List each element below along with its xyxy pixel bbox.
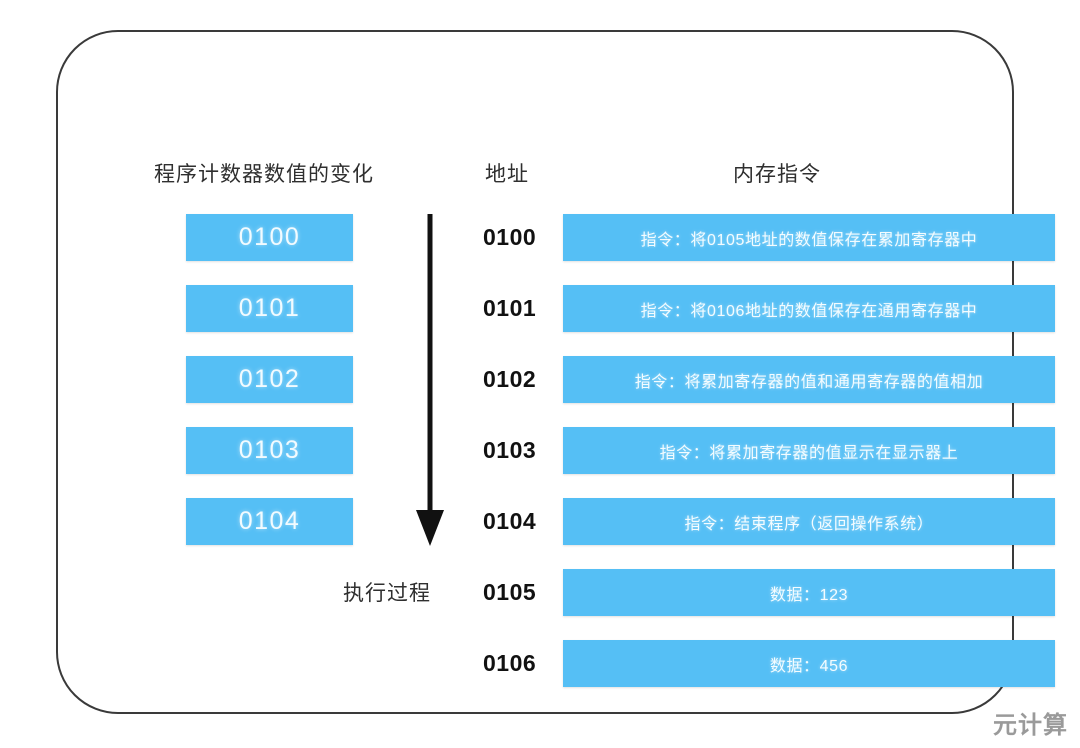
memory-address-label: 0106 bbox=[483, 650, 537, 676]
program-counter-value: 0101 bbox=[238, 294, 301, 322]
program-counter-box: 0103 bbox=[186, 427, 353, 474]
memory-address-label: 0100 bbox=[483, 224, 537, 250]
program-counter-value: 0100 bbox=[238, 223, 301, 251]
address-column-heading: 地址 bbox=[485, 163, 529, 186]
memory-address-label: 0102 bbox=[483, 366, 537, 392]
program-counter-value: 0104 bbox=[238, 507, 301, 535]
memory-row: 0100 指令：将0105地址的数值保存在累加寄存器中 bbox=[483, 214, 1055, 261]
memory-instruction-cell: 指令：将累加寄存器的值和通用寄存器的值相加 bbox=[563, 356, 1055, 403]
program-counter-value: 0102 bbox=[238, 365, 301, 393]
program-counter-column: 0100 0101 0102 0103 0104 bbox=[186, 214, 353, 569]
memory-row: 0104 指令：结束程序（返回操作系统） bbox=[483, 498, 1055, 545]
memory-cell-text: 指令：将0106地址的数值保存在通用寄存器中 bbox=[640, 302, 978, 320]
program-counter-box: 0101 bbox=[186, 285, 353, 332]
memory-cell-text: 指令：结束程序（返回操作系统） bbox=[684, 515, 934, 533]
memory-row: 0101 指令：将0106地址的数值保存在通用寄存器中 bbox=[483, 285, 1055, 332]
memory-instruction-cell: 指令：结束程序（返回操作系统） bbox=[563, 498, 1055, 545]
memory-table: 0100 指令：将0105地址的数值保存在累加寄存器中 0101 指令：将0106地址… bbox=[483, 214, 1055, 711]
memory-cell-text: 指令：将累加寄存器的值和通用寄存器的值相加 bbox=[634, 373, 984, 391]
memory-instruction-column-heading: 内存指令 bbox=[733, 163, 821, 186]
memory-instruction-cell: 指令：将0106地址的数值保存在通用寄存器中 bbox=[563, 285, 1055, 332]
program-counter-box: 0104 bbox=[186, 498, 353, 545]
memory-address-label: 0101 bbox=[483, 295, 537, 321]
memory-row: 0102 指令：将累加寄存器的值和通用寄存器的值相加 bbox=[483, 356, 1055, 403]
memory-address-label: 0103 bbox=[483, 437, 537, 463]
memory-row: 0106 数据：456 bbox=[483, 640, 1055, 687]
down-arrow-icon bbox=[410, 214, 450, 546]
memory-data-cell: 数据：123 bbox=[563, 569, 1055, 616]
memory-row: 0105 数据：123 bbox=[483, 569, 1055, 616]
memory-instruction-cell: 指令：将累加寄存器的值显示在显示器上 bbox=[563, 427, 1055, 474]
program-counter-box: 0102 bbox=[186, 356, 353, 403]
memory-cell-text: 数据：456 bbox=[769, 657, 849, 675]
program-counter-box: 0100 bbox=[186, 214, 353, 261]
watermark: 元计算 bbox=[993, 712, 1068, 739]
program-counter-value: 0103 bbox=[238, 436, 301, 464]
memory-cell-text: 数据：123 bbox=[769, 586, 849, 604]
execution-process-label: 执行过程 bbox=[343, 582, 431, 605]
memory-instruction-cell: 指令：将0105地址的数值保存在累加寄存器中 bbox=[563, 214, 1055, 261]
memory-address-label: 0105 bbox=[483, 579, 537, 605]
memory-address-label: 0104 bbox=[483, 508, 537, 534]
memory-cell-text: 指令：将0105地址的数值保存在累加寄存器中 bbox=[640, 231, 978, 249]
memory-data-cell: 数据：456 bbox=[563, 640, 1055, 687]
memory-cell-text: 指令：将累加寄存器的值显示在显示器上 bbox=[659, 444, 959, 462]
program-counter-column-heading: 程序计数器数值的变化 bbox=[154, 163, 374, 186]
memory-row: 0103 指令：将累加寄存器的值显示在显示器上 bbox=[483, 427, 1055, 474]
diagram-frame: 程序计数器数值的变化 地址 内存指令 0100 0101 0102 0103 0104 … bbox=[56, 30, 1055, 714]
